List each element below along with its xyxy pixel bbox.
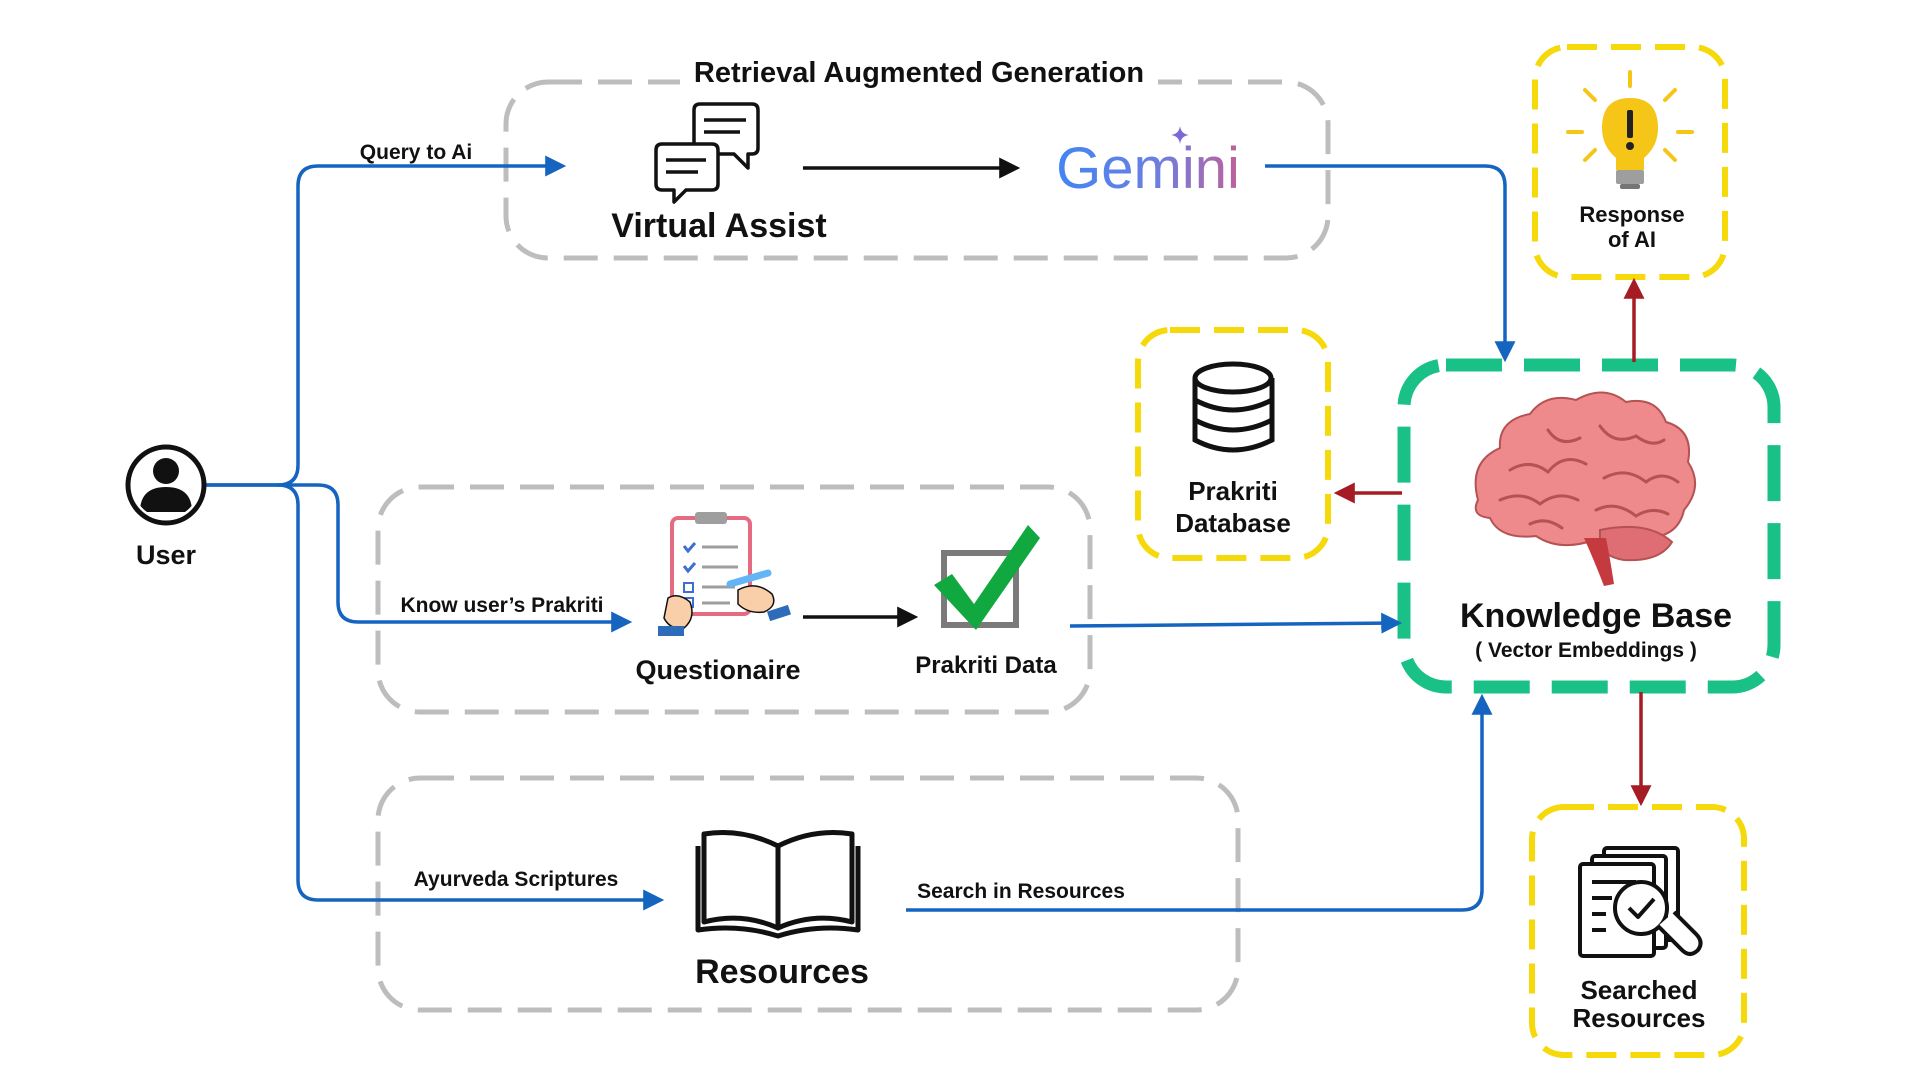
database-icon bbox=[1192, 361, 1275, 453]
knowledge-base-title: Knowledge Base bbox=[1460, 597, 1732, 635]
lightbulb-icon bbox=[1566, 70, 1694, 189]
brain-icon bbox=[1474, 391, 1696, 586]
edge-label-scriptures: Ayurveda Scriptures bbox=[414, 868, 619, 891]
arrow-know bbox=[204, 483, 633, 633]
rag-title: Retrieval Augmented Generation bbox=[694, 57, 1144, 89]
prakriti-data-label: Prakriti Data bbox=[915, 652, 1057, 679]
gemini-sparkle-icon bbox=[1171, 126, 1189, 144]
response-line2: of AI bbox=[1608, 227, 1656, 252]
knowledge-base-subtitle: ( Vector Embeddings ) bbox=[1475, 639, 1697, 662]
searched-box bbox=[1529, 804, 1747, 1058]
arrow-prakriti-kb bbox=[1069, 612, 1403, 634]
knowledge-base-box bbox=[1397, 358, 1781, 694]
clipboard-icon bbox=[658, 512, 792, 636]
edge-label-query: Query to Ai bbox=[360, 141, 472, 164]
arrow-scriptures bbox=[277, 483, 665, 911]
arrow-search-kb bbox=[906, 693, 1493, 912]
user-icon bbox=[125, 444, 207, 526]
document-search-icon bbox=[1578, 846, 1703, 958]
edge-label-know: Know user’s Prakriti bbox=[400, 594, 603, 617]
database-box bbox=[1135, 327, 1331, 561]
arrow-gemini-kb bbox=[1265, 164, 1516, 363]
questionnaire-group-box bbox=[375, 484, 1093, 715]
gemini-logo: Gemini bbox=[1056, 136, 1240, 201]
book-icon bbox=[695, 830, 861, 939]
chat-icon bbox=[654, 102, 760, 204]
user-label: User bbox=[136, 540, 197, 570]
checkbox-icon bbox=[934, 525, 1040, 630]
response-line1: Response bbox=[1579, 202, 1684, 227]
response-box bbox=[1532, 44, 1728, 280]
virtual-assist-label: Virtual Assist bbox=[611, 207, 826, 245]
database-line1: Prakriti bbox=[1188, 476, 1278, 506]
questionnaire-label: Questionaire bbox=[635, 655, 800, 685]
database-line2: Database bbox=[1175, 508, 1291, 538]
resources-label: Resources bbox=[695, 953, 869, 991]
edge-label-search: Search in Resources bbox=[917, 880, 1125, 903]
searched-line2: Resources bbox=[1573, 1003, 1706, 1033]
searched-line1: Searched bbox=[1580, 975, 1697, 1005]
resources-group-box bbox=[375, 775, 1241, 1013]
